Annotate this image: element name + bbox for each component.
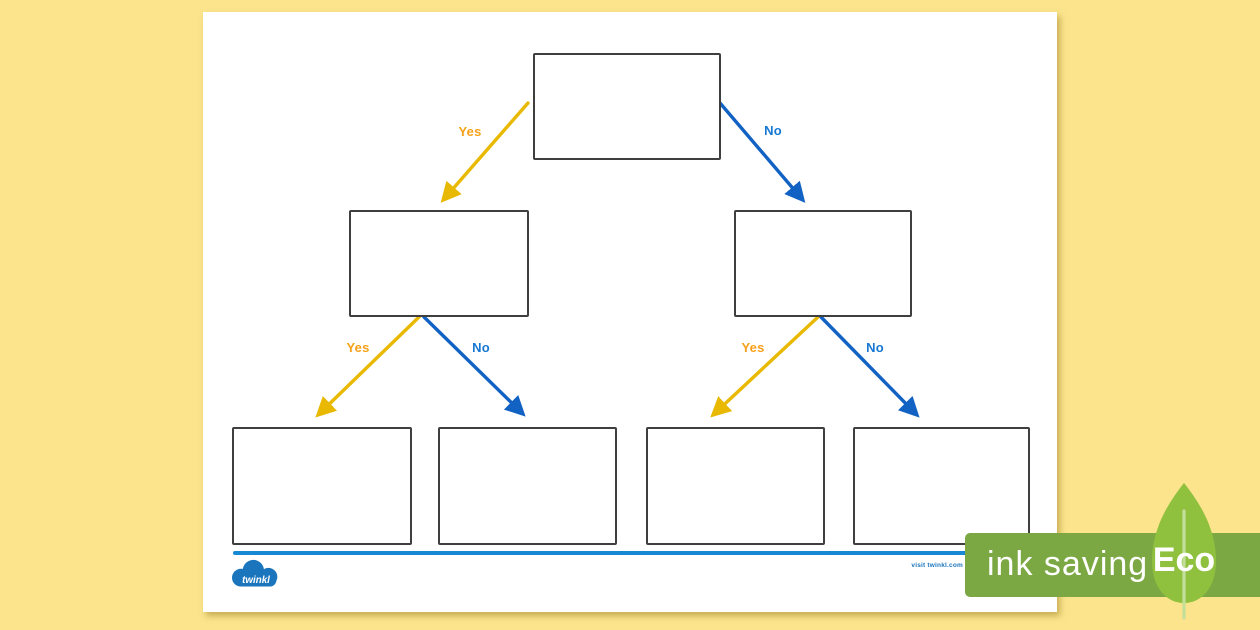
ink-saving-label: ink saving [987, 545, 1149, 583]
decision-box-no [734, 210, 912, 317]
arrow-right-no [819, 315, 920, 418]
branch-label-yes-1: Yes [458, 124, 482, 139]
decision-box-root [533, 53, 721, 160]
eco-label: Eco [1152, 541, 1216, 579]
decision-box-yes [349, 210, 529, 317]
decision-box-no-no [853, 427, 1030, 545]
arrow-root-no [718, 101, 806, 203]
twinkl-logo-icon: twinkl [232, 559, 278, 587]
branch-label-yes-3: Yes [741, 340, 765, 355]
branch-label-no-1: No [764, 123, 782, 138]
twinkl-logo-text: twinkl [242, 575, 270, 586]
decision-box-no-yes [646, 427, 825, 545]
worksheet-page: Yes No Yes No Yes No twinkl visit twinkl… [203, 12, 1057, 612]
decision-box-yes-no [438, 427, 617, 545]
branch-label-yes-2: Yes [346, 340, 370, 355]
arrow-root-yes [440, 101, 530, 203]
eco-leaf-icon [1152, 483, 1216, 620]
decision-box-yes-yes [232, 427, 412, 545]
arrow-left-yes [315, 315, 421, 418]
arrow-right-yes [710, 315, 820, 418]
arrow-left-no [422, 315, 526, 417]
footer-divider [233, 551, 1015, 555]
branch-label-no-3: No [866, 340, 884, 355]
branch-label-no-2: No [472, 340, 490, 355]
visit-link-text: visit twinkl.com [911, 562, 963, 569]
